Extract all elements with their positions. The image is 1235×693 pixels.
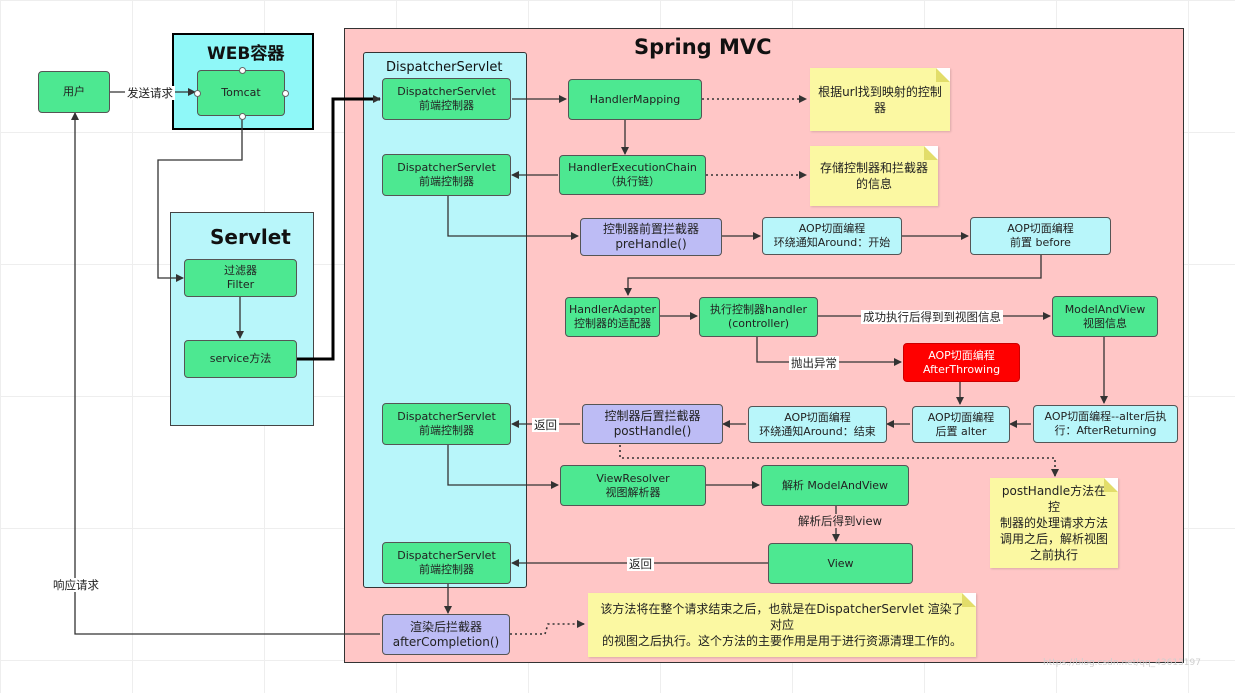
dispatcher-servlet-node-2[interactable]: DispatcherServlet 前端控制器 [382, 154, 511, 196]
execute-handler-node[interactable]: 执行控制器handler (controller) [699, 297, 818, 337]
servlet-title: Servlet [210, 225, 291, 249]
watermark: https://blog.csdn.net/qq_43613197 [1042, 658, 1201, 668]
view-node[interactable]: View [768, 543, 913, 584]
model-and-view-node[interactable]: ModelAndView 视图信息 [1052, 296, 1158, 337]
aop-after-node[interactable]: AOP切面编程 后置 alter [912, 406, 1010, 443]
wire-service-ds1 [297, 95, 381, 361]
note-post-handle: postHandle方法在控 制器的处理请求方法 调用之后，解析视图 之前执行 [990, 478, 1118, 568]
handler-mapping-node[interactable]: HandlerMapping [568, 79, 702, 120]
wire-aftercompletion-user [71, 112, 380, 635]
label-send-request: 发送请求 [125, 86, 175, 100]
aop-after-throwing-node[interactable]: AOP切面编程 AfterThrowing [903, 343, 1020, 382]
label-exception: 抛出异常 [789, 356, 839, 370]
label-response: 响应请求 [51, 578, 101, 592]
post-handle-node[interactable]: 控制器后置拦截器 postHandle() [582, 404, 723, 444]
web-container-title: WEB容器 [207, 44, 285, 64]
dispatcher-servlet-node-3[interactable]: DispatcherServlet 前端控制器 [382, 403, 511, 445]
wire-before-adapter [624, 255, 1042, 296]
note-handler-mapping: 根据url找到映射的控制 器 [810, 68, 950, 131]
note-handler-chain: 存储控制器和拦截器 的信息 [810, 146, 938, 206]
wire-ds2-prehandle [447, 196, 579, 240]
wire-ds3-resolver [447, 445, 559, 489]
dispatcher-servlet-node-1[interactable]: DispatcherServlet 前端控制器 [382, 78, 511, 120]
tomcat-port-top [239, 67, 246, 74]
dotted-post-note [619, 445, 1059, 477]
tomcat-port-bottom [239, 113, 246, 120]
pre-handle-node[interactable]: 控制器前置拦截器 preHandle() [580, 218, 722, 256]
label-return-1: 返回 [532, 418, 559, 432]
servlet-region [170, 212, 314, 426]
after-completion-node[interactable]: 渲染后拦截器 afterCompletion() [382, 614, 510, 655]
dispatcher-servlet-region [363, 52, 527, 588]
tomcat-port-right [282, 90, 289, 97]
wire-tomcat-filter [157, 117, 243, 282]
handler-adapter-node[interactable]: HandlerAdapter 控制器的适配器 [565, 297, 660, 337]
service-node[interactable]: service方法 [184, 340, 297, 378]
wire-exec-throwing [756, 337, 902, 366]
aop-after-returning-node[interactable]: AOP切面编程--alter后执 行：AfterReturning [1033, 405, 1178, 443]
dispatcher-servlet-title: DispatcherServlet [386, 60, 503, 75]
filter-node[interactable]: 过滤器 Filter [184, 259, 297, 297]
label-return-2: 返回 [627, 557, 654, 571]
tomcat-port-left [194, 90, 201, 97]
view-resolver-node[interactable]: ViewResolver 视图解析器 [560, 465, 706, 506]
user-node[interactable]: 用户 [38, 71, 110, 113]
aop-around-end-node[interactable]: AOP切面编程 环绕通知Around：结束 [748, 406, 887, 443]
spring-mvc-title: Spring MVC [634, 35, 772, 59]
label-parse-view: 解析后得到view [796, 514, 884, 528]
note-after-completion: 该方法将在整个请求结束之后，也就是在DispatcherServlet 渲染了对… [588, 593, 976, 657]
tomcat-node[interactable]: Tomcat [197, 70, 285, 116]
dotted-completion-note [510, 620, 585, 635]
aop-before-node[interactable]: AOP切面编程 前置 before [970, 217, 1111, 255]
label-success: 成功执行后得到到视图信息 [861, 310, 1003, 324]
parse-model-and-view-node[interactable]: 解析 ModelAndView [761, 465, 909, 506]
handler-execution-chain-node[interactable]: HandlerExecutionChain （执行链） [559, 155, 706, 195]
aop-around-start-node[interactable]: AOP切面编程 环绕通知Around：开始 [762, 217, 902, 255]
dispatcher-servlet-node-4[interactable]: DispatcherServlet 前端控制器 [382, 542, 511, 584]
